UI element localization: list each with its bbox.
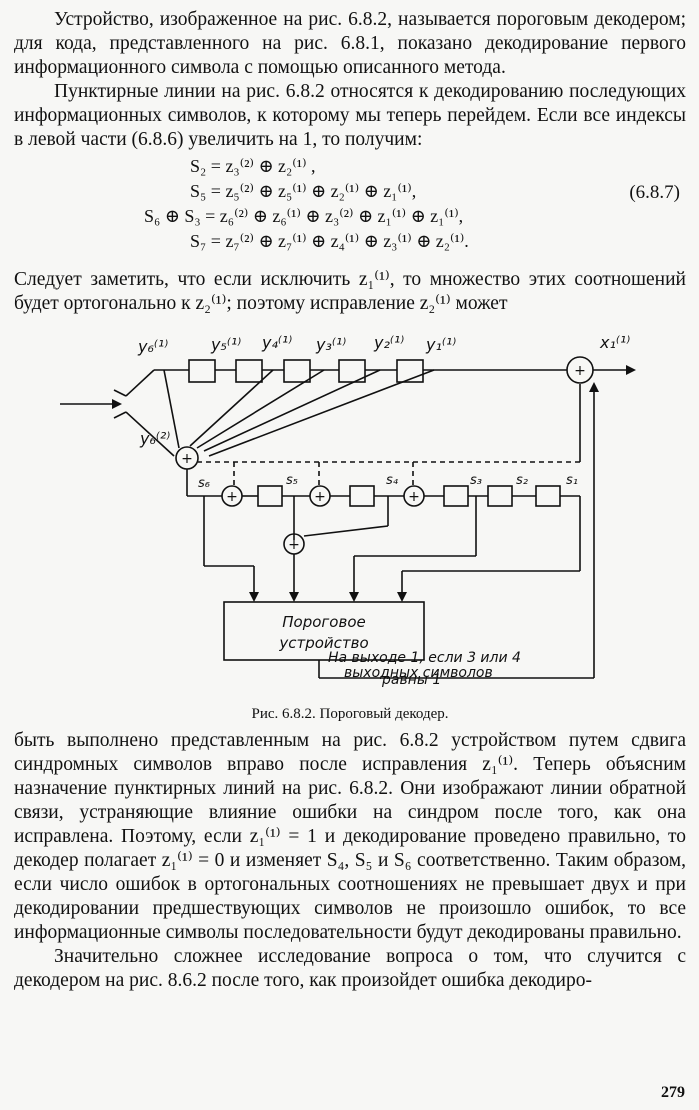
note-line-2: выходных символов [344,665,493,681]
label-s5: s₅ [286,473,298,488]
combine-xor-symbol: + [288,537,300,553]
label-y6-1: y₆⁽¹⁾ [137,337,168,356]
switch-contact-top [113,389,127,397]
equation-line-3: S₆ ⊕ S₃ = z₆⁽²⁾ ⊕ z₆⁽¹⁾ ⊕ z₃⁽²⁾ ⊕ z₁⁽¹⁾ … [144,206,464,226]
info-register-cell-1 [396,359,424,383]
syndrome-xor-4-symbol: + [408,489,420,505]
equation-line-4: S₇ = z₇⁽²⁾ ⊕ z₇⁽¹⁾ ⊕ z₄⁽¹⁾ ⊕ z₃⁽¹⁾ ⊕ z₂⁽… [190,231,469,251]
syndrome-cell-2 [487,485,513,507]
syndrome-cell-4 [349,485,375,507]
syndrome-xor-symbol: + [181,451,193,467]
label-s2: s₂ [516,473,528,488]
figure-caption: Рис. 6.8.2. Пороговый декодер. [251,706,449,722]
note-line-3: равны 1 [382,672,442,688]
label-y5-1: y₅⁽¹⁾ [210,335,241,354]
info-register-cell-5 [188,359,216,383]
page-content: Устройство, изображенное на рис. 6.8.2, … [14,8,686,993]
branch-lower [125,411,175,457]
paragraph-4: быть выполнено представленным на рис. 6.… [14,730,686,943]
note-line-3-wrap: равны 1 [14,672,686,702]
syndrome-cell-5 [257,485,283,507]
label-y6-2: y₆⁽²⁾ [139,429,170,448]
label-s6: s₆ [198,476,210,491]
output-arrow [626,365,636,375]
threshold-device-box [223,601,425,661]
label-y4-1: y₄⁽¹⁾ [261,333,292,352]
branch-upper [125,369,155,397]
info-register-cell-3 [283,359,311,383]
paragraph-2: Пунктирные линии на рис. 6.8.2 относятся… [14,81,686,150]
output-xor-symbol: + [574,363,586,379]
paragraph-1: Устройство, изображенное на рис. 6.8.2, … [14,9,686,78]
label-s3: s₃ [470,473,482,488]
label-x1-1: x₁⁽¹⁾ [599,333,630,352]
label-s1: s₁ [566,473,578,488]
note-line-1: На выходе 1, если 3 или 4 [328,650,521,666]
syndrome-cell-1 [535,485,561,507]
decoder-diagram: y₆⁽¹⁾ y₅⁽¹⁾ y₄⁽¹⁾ y₃⁽¹⁾ y₂⁽¹⁾ y₁⁽¹⁾ x₁⁽¹… [60,333,636,681]
equation-block: S₂ = z₃⁽²⁾ ⊕ z₂⁽¹⁾ , S₅ = z₅⁽²⁾ ⊕ z₅⁽¹⁾ … [14,154,686,264]
threshold-label-2: устройство [278,634,368,652]
syndrome-xor-6-symbol: + [226,489,238,505]
label-y1-1: y₁⁽¹⁾ [425,335,456,354]
syndrome-xor-5-symbol: + [314,489,326,505]
label-y2-1: y₂⁽¹⁾ [373,333,404,352]
threshold-label-1: Пороговое [282,613,365,631]
label-s4: s₄ [386,473,399,488]
info-register-cell-2 [338,359,366,383]
equation-number: (6.8.7) [629,182,680,203]
switch-contact-bottom [113,411,127,419]
decoder-figure: y₆⁽¹⁾ y₅⁽¹⁾ y₄⁽¹⁾ y₃⁽¹⁾ y₂⁽¹⁾ y₁⁽¹⁾ x₁⁽¹… [14,326,686,686]
equation-line-2: S₅ = z₅⁽²⁾ ⊕ z₅⁽¹⁾ ⊕ z₂⁽¹⁾ ⊕ z₁⁽¹⁾, [190,181,417,201]
paragraph-5: Значительно сложнее исследование вопроса… [14,946,686,991]
equation-line-1: S₂ = z₃⁽²⁾ ⊕ z₂⁽¹⁾ , [190,156,316,176]
label-y3-1: y₃⁽¹⁾ [315,335,346,354]
info-register-cell-4 [235,359,263,383]
page-number: 279 [661,1084,685,1101]
input-arrow [112,399,122,409]
paragraph-3: Следует заметить, что если исключить z₁⁽… [14,269,686,314]
syndrome-cell-3 [443,485,469,507]
